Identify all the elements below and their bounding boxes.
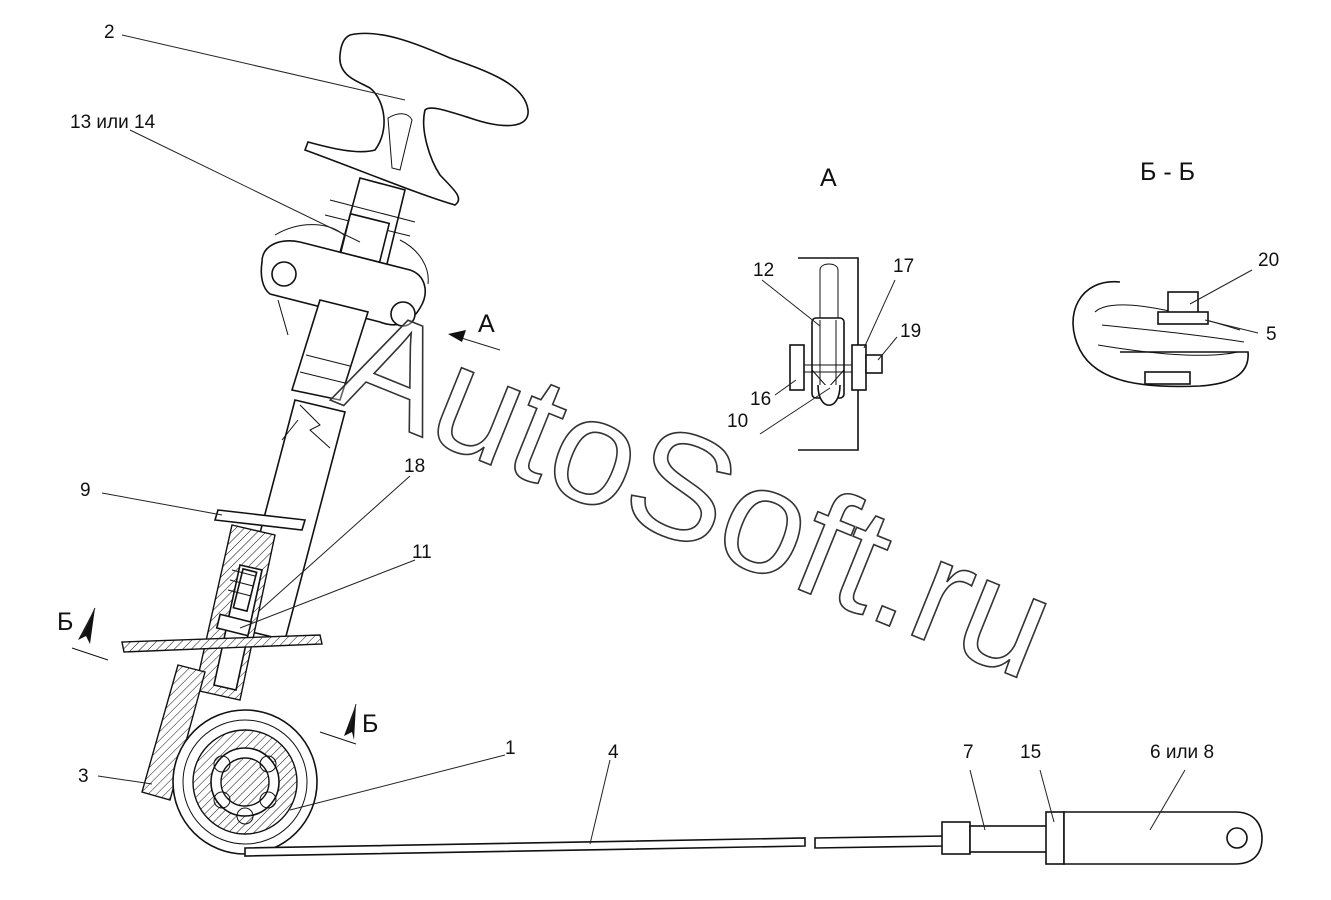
view-a-arrow-label: А: [478, 310, 495, 338]
eyelet-right: [390, 301, 416, 327]
callout-19: 19: [900, 321, 921, 342]
t-handle: [303, 32, 529, 206]
leader-lines: [97, 34, 1259, 845]
callout-5: 5: [1266, 324, 1277, 345]
section-b-left-label: Б: [57, 608, 73, 636]
callout-9: 9: [80, 480, 91, 501]
callout-17: 17: [893, 256, 914, 277]
mounting-bracket: [260, 240, 426, 326]
callout-7: 7: [963, 742, 974, 763]
cable-eye-6-8: [1063, 811, 1263, 865]
cable: [244, 837, 806, 857]
view-a-title: А: [820, 164, 837, 192]
section-b-b-title: Б - Б: [1140, 158, 1195, 186]
callout-10: 10: [727, 411, 748, 432]
flange-plate: [121, 634, 323, 653]
callout-4: 4: [608, 742, 619, 763]
cable-fitting-7: [941, 821, 971, 855]
callout-15: 15: [1020, 742, 1041, 763]
callout-6-8: 6 или 8: [1150, 742, 1214, 763]
section-b-b-detail: [1072, 281, 1249, 388]
main-assembly: [71, 32, 1263, 865]
callout-16: 16: [750, 389, 771, 410]
nut-15: [1045, 811, 1065, 865]
section-b-right-label: Б: [362, 710, 378, 738]
eyelet-left: [271, 261, 297, 287]
view-a-detail: [789, 257, 883, 451]
callout-1: 1: [505, 738, 516, 759]
callout-18: 18: [404, 456, 425, 477]
lock-nut: [215, 613, 253, 637]
pulley: [172, 709, 318, 855]
callout-13-14: 13 или 14: [70, 112, 156, 133]
adjust-screw: [232, 567, 258, 613]
callout-20: 20: [1258, 250, 1279, 271]
collar-9: [213, 509, 307, 531]
cable-end: [814, 835, 946, 849]
watermark: AutoSoft.ru: [318, 274, 1077, 711]
lower-bracket-3: [141, 664, 206, 801]
callout-3: 3: [78, 766, 89, 787]
callout-2: 2: [104, 22, 115, 43]
callout-12: 12: [753, 260, 774, 281]
callout-11: 11: [412, 542, 432, 563]
